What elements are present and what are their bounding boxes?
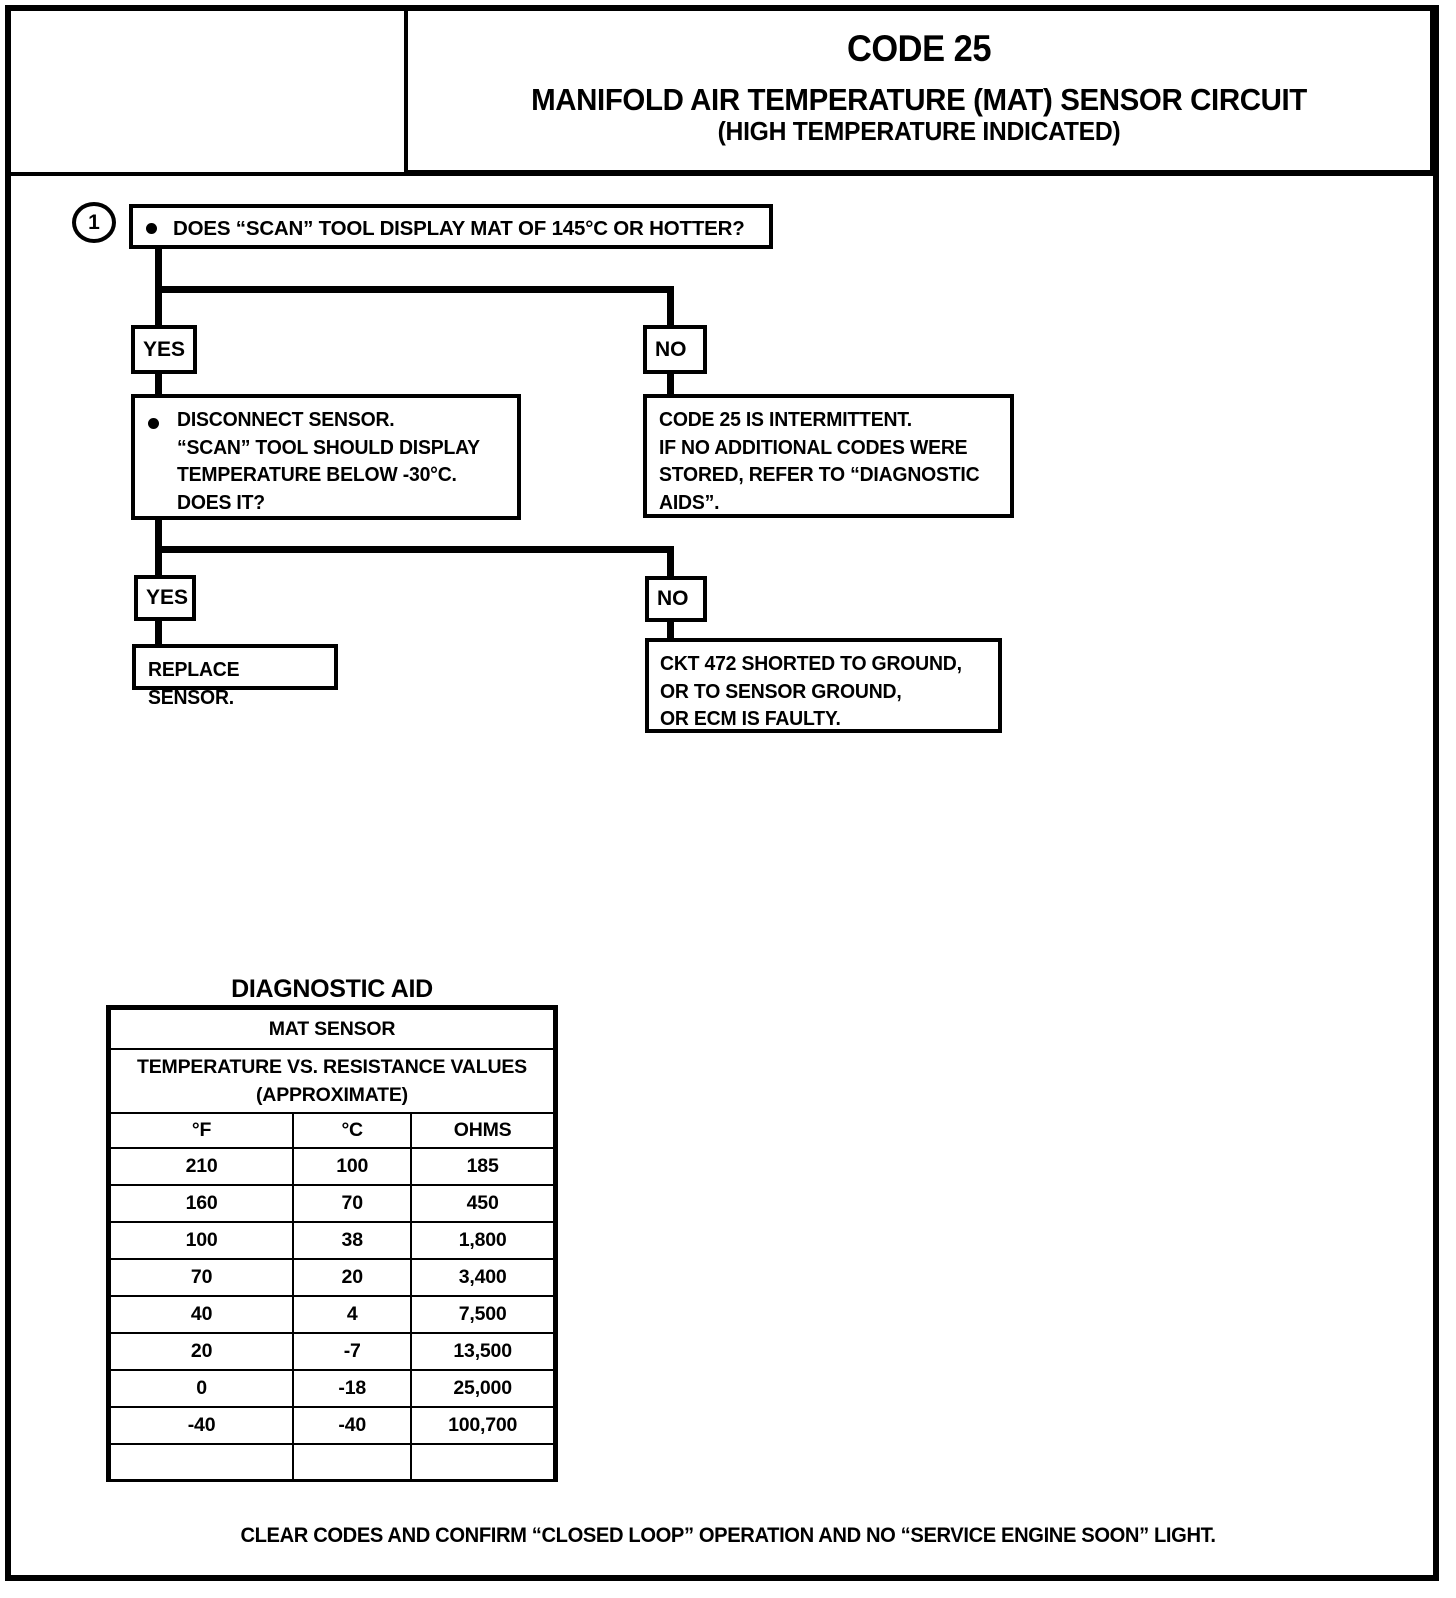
table-cell: -40 — [108, 1406, 295, 1445]
page-border — [5, 5, 1439, 1581]
yes-branch-text-2: REPLACE SENSOR. — [148, 659, 240, 709]
table-cell: 100 — [108, 1221, 295, 1260]
page-title: CODE 25 — [846, 28, 992, 69]
step-number-1: 1 — [72, 202, 116, 243]
branch-label-no-1: NO — [643, 325, 707, 374]
table-spacer-cell — [410, 1444, 555, 1479]
no-branch-text-2: CKT 472 SHORTED TO GROUND, OR TO SENSOR … — [660, 653, 962, 731]
footer-note: CLEAR CODES AND CONFIRM “CLOSED LOOP” OP… — [240, 1524, 1216, 1547]
table-cell: 100,700 — [410, 1406, 555, 1445]
table-cell: 7,500 — [410, 1295, 555, 1334]
table-cell: -7 — [292, 1332, 413, 1371]
connector-horizontal-branch1 — [155, 286, 674, 293]
step-1-question-box: DOES “SCAN” TOOL DISPLAY MAT OF 145°C OR… — [129, 204, 773, 249]
table-cell: 0 — [108, 1369, 295, 1408]
table-spacer-cell — [108, 1444, 295, 1479]
connector-yes1-to-box — [155, 372, 162, 398]
branch-label-no-2: NO — [645, 576, 707, 622]
yes-branch-box-2: REPLACE SENSOR. — [132, 644, 338, 709]
table-cell: 38 — [292, 1221, 413, 1260]
branch-label-yes-1: YES — [131, 325, 197, 374]
circuit-subtitle: (HIGH TEMPERATURE INDICATED) — [717, 115, 1121, 146]
connector-vertical-step2 — [155, 518, 162, 600]
table-column-header: °C — [292, 1112, 413, 1149]
connector-no1-to-box — [667, 372, 674, 398]
table-spacer-cell — [292, 1444, 413, 1479]
title-divider-rule — [11, 172, 1433, 176]
table-cell: 185 — [410, 1147, 555, 1186]
connector-horizontal-branch2 — [155, 546, 674, 553]
table-cell: 4 — [292, 1295, 413, 1334]
table-spacer-row — [108, 1444, 555, 1479]
bullet-icon — [148, 418, 159, 429]
table-cell: 160 — [108, 1184, 295, 1223]
table-cell: 1,800 — [410, 1221, 555, 1260]
connector-no2-to-box — [667, 620, 674, 642]
table-column-header: °F — [108, 1112, 295, 1149]
no-branch-box-2: CKT 472 SHORTED TO GROUND, OR TO SENSOR … — [645, 638, 1002, 733]
no-branch-text-1: CODE 25 IS INTERMITTENT. IF NO ADDITIONA… — [659, 409, 980, 514]
connector-vertical-to-no2 — [667, 546, 674, 581]
table-header-sensor: MAT SENSOR — [109, 1008, 555, 1050]
table-header-subject: TEMPERATURE VS. RESISTANCE VALUES (APPRO… — [109, 1048, 555, 1114]
yes-branch-text-1: DISCONNECT SENSOR. “SCAN” TOOL SHOULD DI… — [177, 409, 480, 514]
table-cell: -18 — [292, 1369, 413, 1408]
table-cell: 210 — [108, 1147, 295, 1186]
table-cell: -40 — [292, 1406, 413, 1445]
bullet-icon — [146, 223, 157, 234]
no-branch-box-1: CODE 25 IS INTERMITTENT. IF NO ADDITIONA… — [643, 394, 1014, 518]
connector-yes2-to-box — [155, 619, 162, 646]
table-cell: 20 — [108, 1332, 295, 1371]
table-cell: 450 — [410, 1184, 555, 1223]
table-cell: 70 — [108, 1258, 295, 1297]
table-cell: 13,500 — [410, 1332, 555, 1371]
table-cell: 100 — [292, 1147, 413, 1186]
step-1-question-text: DOES “SCAN” TOOL DISPLAY MAT OF 145°C OR… — [173, 217, 745, 240]
title-block: CODE 25 MANIFOLD AIR TEMPERATURE (MAT) S… — [404, 8, 1434, 174]
table-cell: 25,000 — [410, 1369, 555, 1408]
table-cell: 20 — [292, 1258, 413, 1297]
circuit-title: MANIFOLD AIR TEMPERATURE (MAT) SENSOR CI… — [531, 82, 1307, 117]
yes-branch-box-1: DISCONNECT SENSOR. “SCAN” TOOL SHOULD DI… — [131, 394, 521, 520]
diagnostic-aid-title: DIAGNOSTIC AID — [231, 975, 433, 1003]
table-column-header: OHMS — [410, 1112, 555, 1149]
table-cell: 3,400 — [410, 1258, 555, 1297]
connector-vertical-to-no1 — [667, 286, 674, 331]
table-cell: 40 — [108, 1295, 295, 1334]
branch-label-yes-2: YES — [134, 575, 196, 621]
table-cell: 70 — [292, 1184, 413, 1223]
